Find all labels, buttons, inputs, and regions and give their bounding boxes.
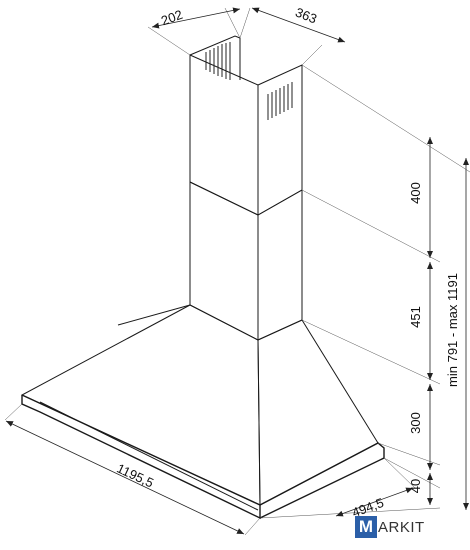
logo-wordmark: ARKIT	[378, 518, 425, 536]
dimline-hood-width	[5, 420, 245, 535]
vent-slots-left	[205, 42, 231, 80]
lower-chimney-side	[257, 189, 303, 341]
label-chimney-width: 363	[293, 5, 319, 27]
label-upper-chimney-height: 400	[408, 182, 423, 204]
vent-slots-right	[267, 82, 293, 120]
dimline-chimney-width	[251, 7, 346, 43]
lower-chimney-front	[189, 181, 259, 341]
label-canopy-height: 300	[408, 412, 423, 434]
label-lower-chimney-height: 451	[408, 306, 423, 328]
hood-outline	[20, 35, 385, 520]
upper-chimney-side	[257, 64, 303, 216]
extension-lines	[4, 7, 470, 536]
label-chimney-depth: 202	[159, 7, 185, 29]
markit-logo: M ARKIT	[355, 514, 425, 540]
upper-chimney-top	[189, 35, 241, 56]
label-rim-height: 40	[408, 479, 423, 493]
rim-inner-line	[39, 401, 259, 511]
label-total-height: min 791 - max 1191	[445, 273, 460, 387]
dimline-chimney-depth	[151, 7, 241, 29]
logo-initial: M	[355, 516, 377, 538]
dimline-hood-depth	[335, 487, 414, 517]
upper-chimney-front	[189, 54, 259, 216]
rim-front	[21, 394, 261, 520]
rim-side	[259, 442, 385, 519]
canopy-side	[257, 319, 379, 506]
canopy-back-edge	[117, 304, 191, 326]
